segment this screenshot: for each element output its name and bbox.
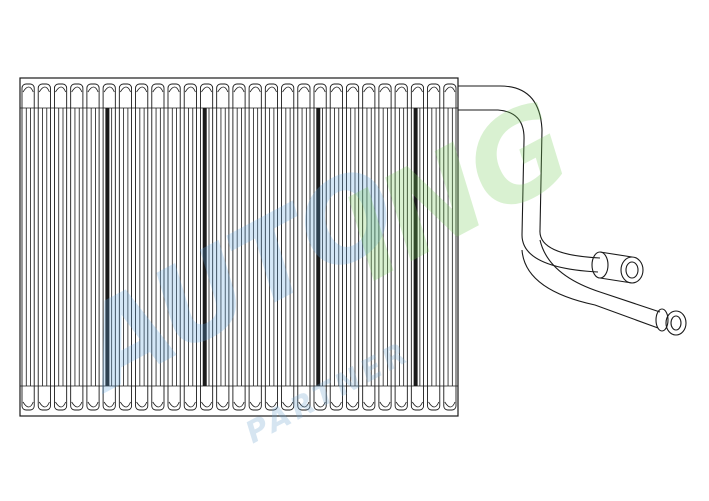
tube-cap-bottom	[201, 401, 213, 408]
core-tube	[378, 83, 392, 411]
tube-cap-top	[298, 86, 310, 93]
core-tube	[183, 83, 197, 411]
core-tube	[232, 83, 246, 411]
pipe-assembly	[458, 85, 687, 336]
tube-cap-top	[38, 86, 50, 93]
fin-stack	[19, 77, 459, 417]
core-tube	[410, 83, 425, 411]
tube-cap-bottom	[314, 401, 326, 408]
fitting-upper-end	[620, 256, 644, 284]
core-tube	[345, 83, 360, 411]
tube-cap-top	[428, 86, 440, 93]
fitting-upper-edge-b	[599, 277, 633, 284]
upper-pipe-outline-top	[458, 85, 601, 259]
core-tube	[167, 83, 181, 411]
tube-cap-bottom	[87, 401, 99, 408]
tube-cap-bottom	[265, 401, 277, 408]
fitting-upper-edge	[599, 251, 633, 258]
tube-cap-bottom	[55, 401, 67, 408]
core-tube	[70, 83, 84, 411]
tube-cap-bottom	[411, 401, 423, 408]
tube-cap-top	[168, 86, 180, 93]
tube-cap-top	[395, 86, 407, 93]
tube-cap-top	[233, 86, 245, 93]
tube-cap-bottom	[363, 401, 375, 408]
core-tube	[248, 83, 262, 411]
core-tube	[118, 83, 133, 411]
tube-cap-top	[314, 86, 326, 93]
tube-cap-bottom	[428, 401, 440, 408]
tube-cap-top	[71, 86, 83, 93]
core-tube	[21, 83, 35, 411]
core-tube	[297, 83, 311, 411]
tube-cap-top	[87, 86, 99, 93]
tube-cap-bottom	[217, 401, 229, 408]
fitting-upper-ring	[591, 251, 609, 279]
tube-cap-bottom	[395, 401, 407, 408]
tube-cap-bottom	[103, 401, 115, 408]
tube-cap-bottom	[347, 401, 359, 408]
core-tube	[86, 83, 100, 411]
tube-cap-bottom	[136, 401, 148, 408]
fitting-lower-bore	[670, 315, 682, 331]
tube-cap-top	[379, 86, 391, 93]
tube-cap-bottom	[38, 401, 50, 408]
fitting-lower-ring	[655, 308, 669, 332]
tube-cap-top	[22, 86, 34, 93]
upper-pipe-outline-bottom	[458, 109, 599, 273]
core-frame	[19, 77, 459, 417]
tube-cap-bottom	[282, 401, 294, 408]
tube-cap-top	[444, 86, 456, 93]
core-tube	[135, 83, 149, 411]
tube-cap-top	[282, 86, 294, 93]
core-tube	[281, 83, 295, 411]
tube-cap-top	[265, 86, 277, 93]
tube-cap-bottom	[298, 401, 310, 408]
tube-cap-bottom	[233, 401, 245, 408]
tube-cap-top	[217, 86, 229, 93]
tube-cap-top	[249, 86, 261, 93]
core-tube	[264, 83, 279, 411]
core-tube	[216, 83, 230, 411]
core-tube	[362, 83, 376, 411]
tube-cap-bottom	[249, 401, 261, 408]
tube-cap-bottom	[184, 401, 196, 408]
tube-cap-bottom	[71, 401, 83, 408]
core-tube	[313, 83, 327, 411]
tube-cap-top	[201, 86, 213, 93]
core-tube	[151, 83, 165, 411]
core-tube	[427, 83, 441, 411]
tube-cap-top	[411, 86, 423, 93]
lower-pipe-outline-top	[539, 239, 661, 313]
tube-cap-top	[330, 86, 342, 93]
tube-cap-top	[119, 86, 131, 93]
core-tube	[199, 83, 214, 411]
tube-cap-top	[184, 86, 196, 93]
tube-cap-bottom	[152, 401, 164, 408]
tube-cap-bottom	[330, 401, 342, 408]
tube-cap-top	[347, 86, 359, 93]
tube-cap-bottom	[22, 401, 34, 408]
core-tube	[102, 83, 116, 411]
tube-cap-bottom	[379, 401, 391, 408]
tube-cap-top	[55, 86, 67, 93]
tube-cap-top	[103, 86, 115, 93]
core-tube	[53, 83, 68, 411]
fitting-upper-bore	[625, 261, 639, 279]
core-tube	[37, 83, 51, 411]
fitting-lower-end	[665, 310, 687, 336]
tube-cap-bottom	[168, 401, 180, 408]
core-tube	[443, 83, 457, 411]
tube-cap-top	[152, 86, 164, 93]
core-tube	[329, 83, 343, 411]
tube-cap-bottom	[119, 401, 131, 408]
tube-cap-bottom	[444, 401, 456, 408]
core-tube	[394, 83, 408, 411]
tube-cap-top	[363, 86, 375, 93]
lower-pipe-outline-bottom	[521, 249, 659, 329]
tube-cap-top	[136, 86, 148, 93]
